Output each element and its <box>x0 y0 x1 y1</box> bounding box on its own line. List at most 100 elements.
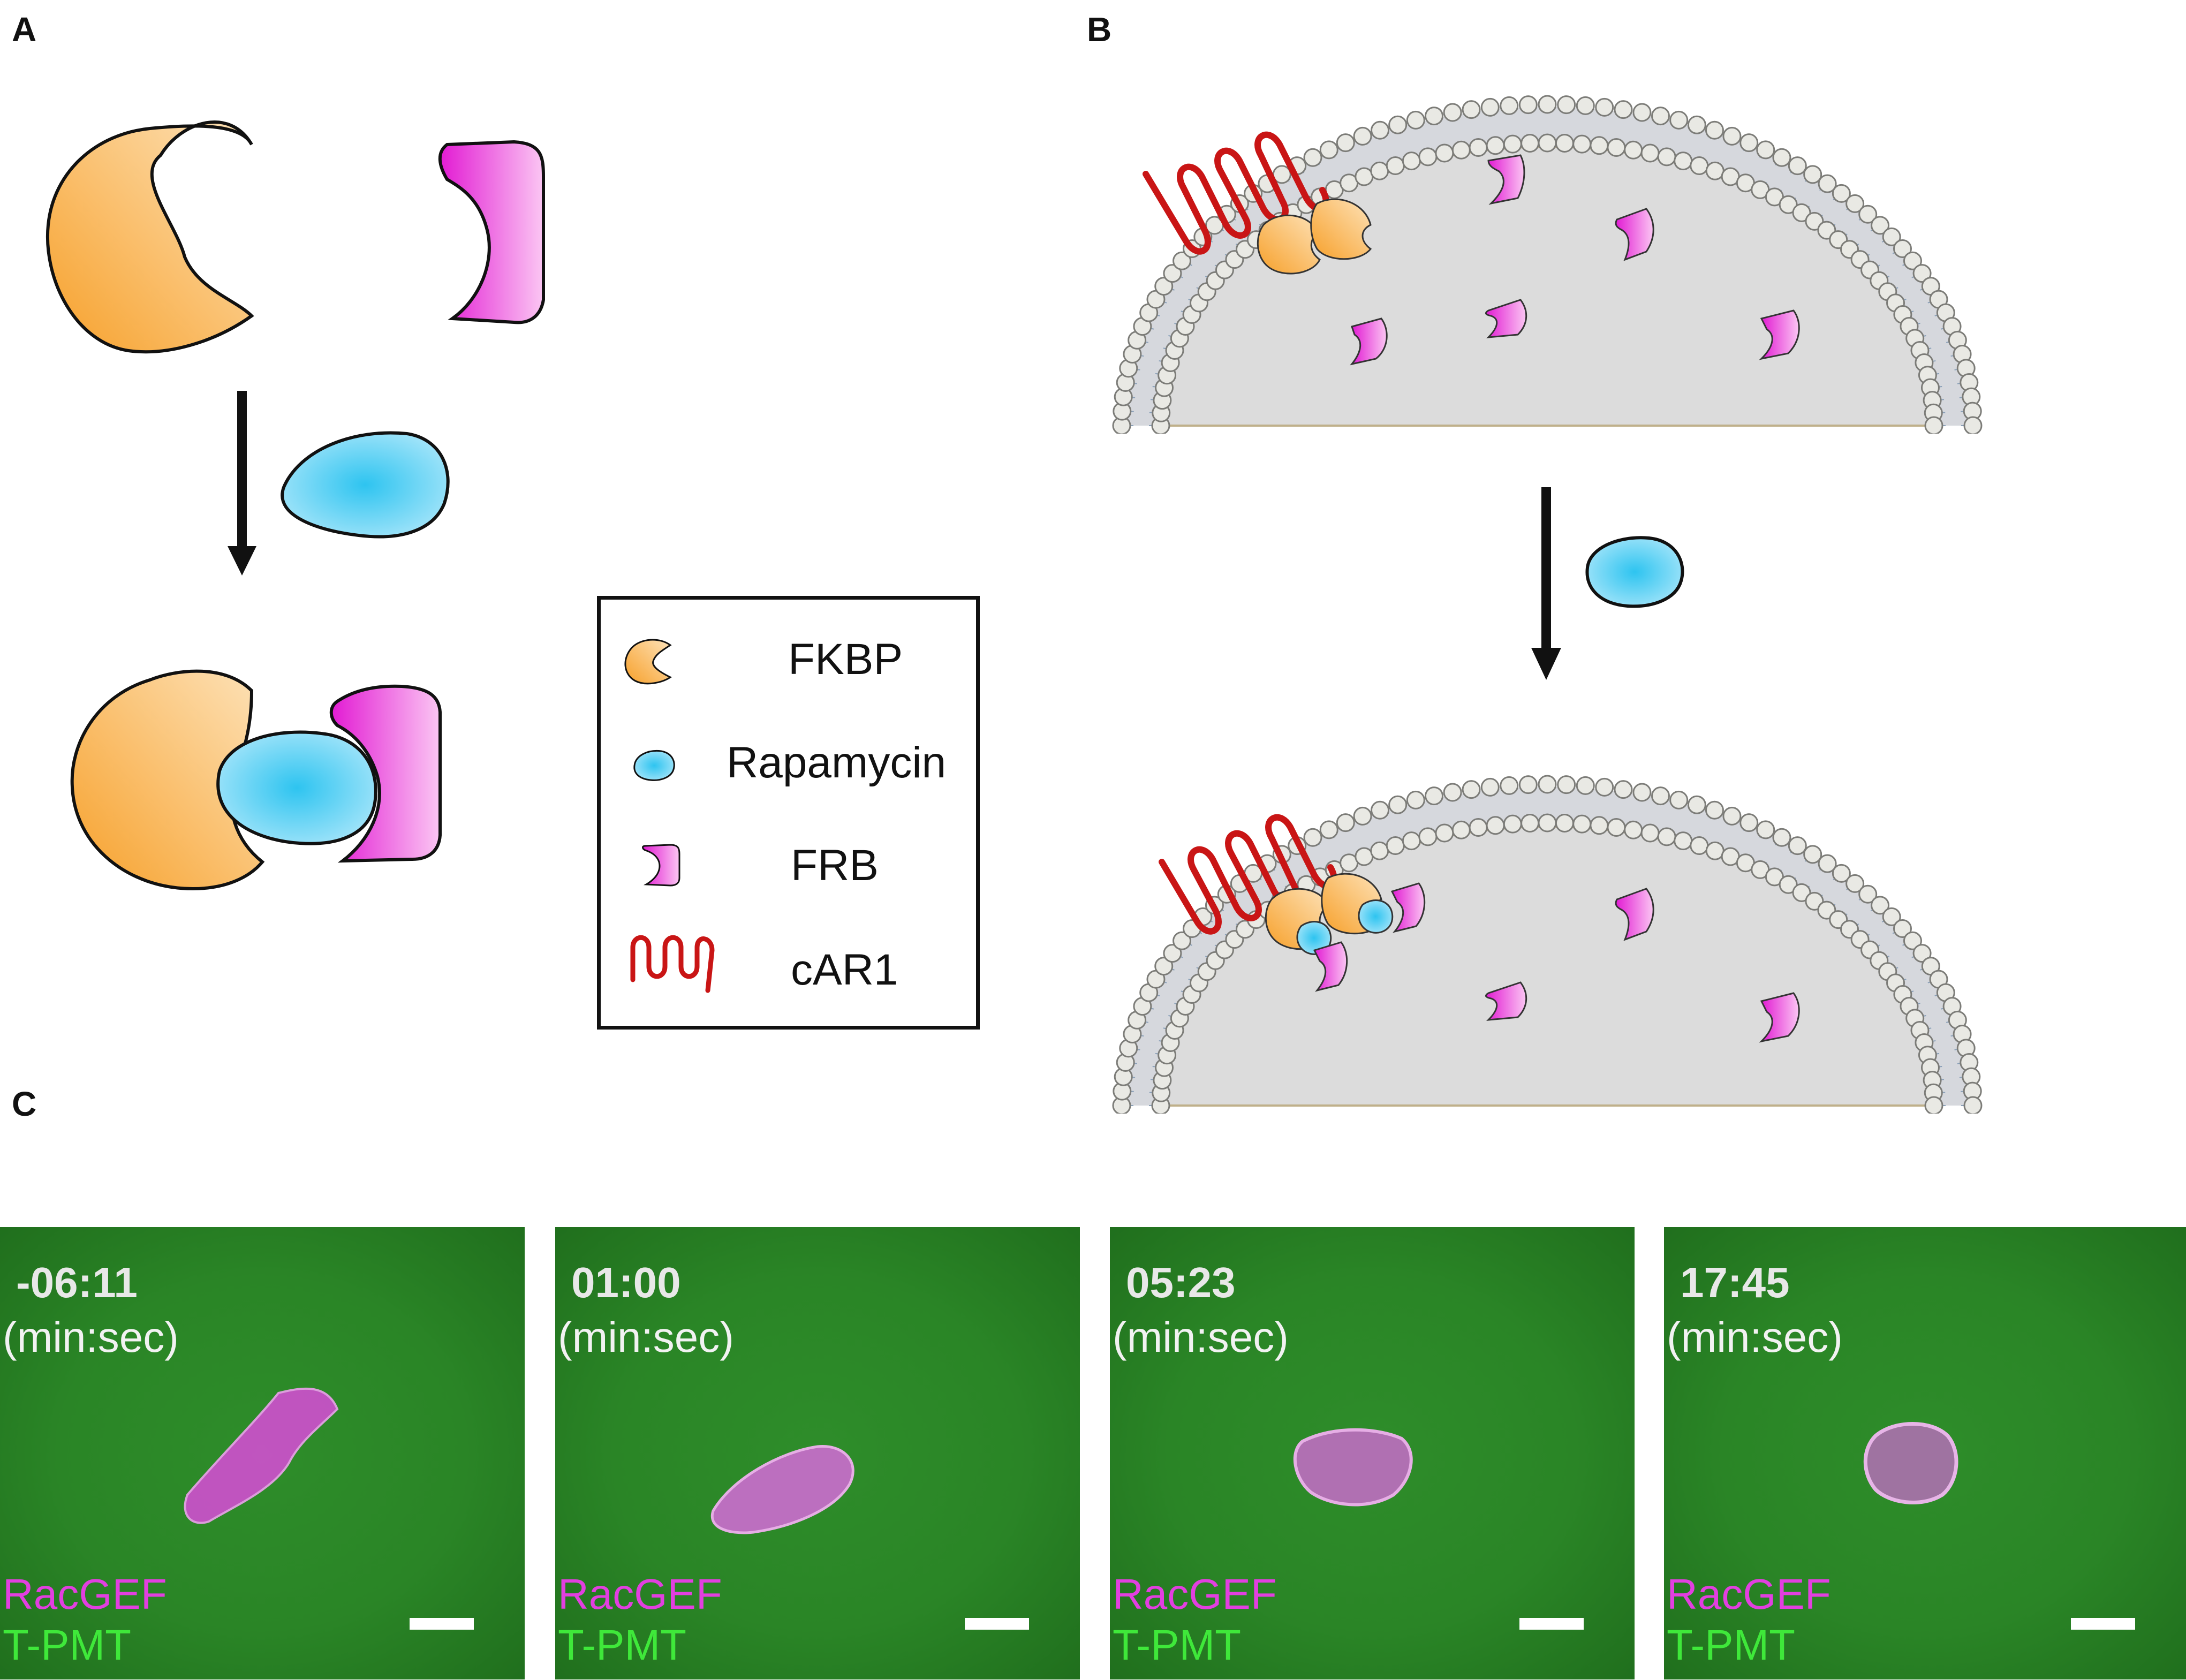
scale-bar <box>410 1618 474 1630</box>
cell-image <box>1293 1428 1413 1507</box>
lipid-head <box>1336 133 1355 153</box>
cell-image <box>1863 1422 1958 1504</box>
scale-bar <box>2071 1618 2135 1630</box>
lipid-head <box>1370 161 1389 180</box>
lipid-head <box>1687 115 1706 134</box>
lipid-head <box>1154 277 1174 296</box>
fkbp-icon <box>1310 198 1372 260</box>
lipid-head <box>1595 777 1614 797</box>
lipid-head <box>1705 161 1724 180</box>
lipid-head <box>1518 775 1538 794</box>
lipid-head <box>1690 156 1709 175</box>
lipid-head <box>1572 134 1592 154</box>
micrograph-3: 05:23 (min:sec) RacGEF T-PMT <box>1110 1227 1635 1679</box>
panel-label-a: A <box>12 10 37 49</box>
timestamp: -06:11 <box>16 1259 138 1306</box>
channel-label-racgef: RacGEF <box>558 1570 722 1618</box>
lipid-head <box>1705 120 1724 140</box>
lipid-head <box>1371 800 1390 820</box>
frb-icon <box>438 140 545 324</box>
channel-label-racgef: RacGEF <box>3 1570 167 1618</box>
lipid-head <box>1912 264 1932 283</box>
lipid-head <box>1632 103 1652 122</box>
lipid-head <box>1418 147 1438 167</box>
lipid-head <box>1353 126 1372 146</box>
lipid-head <box>1386 836 1405 855</box>
lipid-head <box>1756 820 1775 839</box>
frb-icon <box>1759 309 1800 360</box>
lipid-head <box>1632 783 1652 802</box>
lipid-head <box>1963 416 1983 434</box>
lipid-head <box>1503 134 1522 154</box>
lipid-head <box>1669 110 1689 130</box>
lipid-head <box>1406 110 1425 130</box>
lipid-head <box>1858 205 1878 224</box>
frb-icon <box>1615 208 1654 261</box>
lipid-head <box>1674 152 1693 171</box>
lipid-head <box>1614 780 1633 799</box>
lipid-head <box>1435 823 1454 843</box>
legend-label-fkbp: FKBP <box>788 635 903 684</box>
lipid-head <box>1903 251 1922 270</box>
lipid-head <box>1388 795 1408 814</box>
panel-label-c: C <box>12 1085 37 1123</box>
lipid-head <box>1788 836 1807 856</box>
lipid-head <box>1173 931 1192 950</box>
frb-icon <box>329 684 442 863</box>
lipid-head <box>1687 795 1706 814</box>
cell-before-rapamycin <box>1112 95 1983 434</box>
lipid-head <box>1657 827 1676 846</box>
lipid-head <box>1462 100 1481 119</box>
lipid-head <box>1832 184 1851 203</box>
lipid-head <box>1518 95 1538 115</box>
channel-label-racgef: RacGEF <box>1667 1570 1831 1618</box>
timestamp: 17:45 <box>1680 1259 1790 1306</box>
lipid-head <box>1624 820 1643 839</box>
lipid-head <box>1590 136 1609 155</box>
lipid-head <box>1500 776 1519 795</box>
lipid-head <box>1607 818 1626 837</box>
lipid-head <box>1418 827 1438 846</box>
lipid-head <box>1388 115 1408 134</box>
frb-icon <box>1313 941 1348 992</box>
fkbp-icon <box>624 639 672 685</box>
panel-label-b: B <box>1087 10 1112 49</box>
lipid-head <box>1538 813 1557 833</box>
lipid-head <box>1435 143 1454 163</box>
lipid-head <box>1722 126 1742 146</box>
lipid-head <box>1614 100 1633 119</box>
lipid-head <box>1607 138 1626 157</box>
lipid-head <box>1624 140 1643 160</box>
lipid-head <box>1355 847 1374 866</box>
lipid-head <box>1557 775 1576 794</box>
lipid-head <box>1538 95 1557 114</box>
lipid-head <box>1486 136 1505 155</box>
lipid-head <box>1818 854 1837 873</box>
time-unit: (min:sec) <box>1667 1313 1843 1361</box>
cell-after-rapamycin <box>1112 775 1983 1114</box>
lipid-head <box>1521 134 1540 153</box>
channel-label-tpmt: T-PMT <box>558 1621 686 1669</box>
lipid-head <box>1576 96 1595 115</box>
legend-label-rapamycin: Rapamycin <box>727 738 947 787</box>
lipid-head <box>1425 107 1444 126</box>
lipid-head <box>1779 875 1798 894</box>
channel-label-racgef: RacGEF <box>1113 1570 1277 1618</box>
lipid-head <box>1858 884 1878 904</box>
lipid-head <box>1803 845 1822 864</box>
frb-icon <box>1485 981 1527 1021</box>
lipid-head <box>1893 919 1912 938</box>
lipid-head <box>1173 251 1192 270</box>
lipid-head <box>1154 957 1174 976</box>
lipid-head <box>1818 174 1837 193</box>
lipid-head <box>1538 133 1557 153</box>
panel-a-diagram <box>46 120 545 891</box>
lipid-head <box>1669 790 1689 809</box>
rapamycin-icon <box>1585 536 1684 608</box>
lipid-head <box>1756 140 1775 160</box>
micrograph-4: 17:45 (min:sec) RacGEF T-PMT <box>1664 1227 2186 1679</box>
timestamp: 01:00 <box>571 1259 681 1306</box>
fkbp-icon <box>1257 214 1321 275</box>
lipid-head <box>1779 195 1798 214</box>
lipid-head <box>1163 264 1182 283</box>
